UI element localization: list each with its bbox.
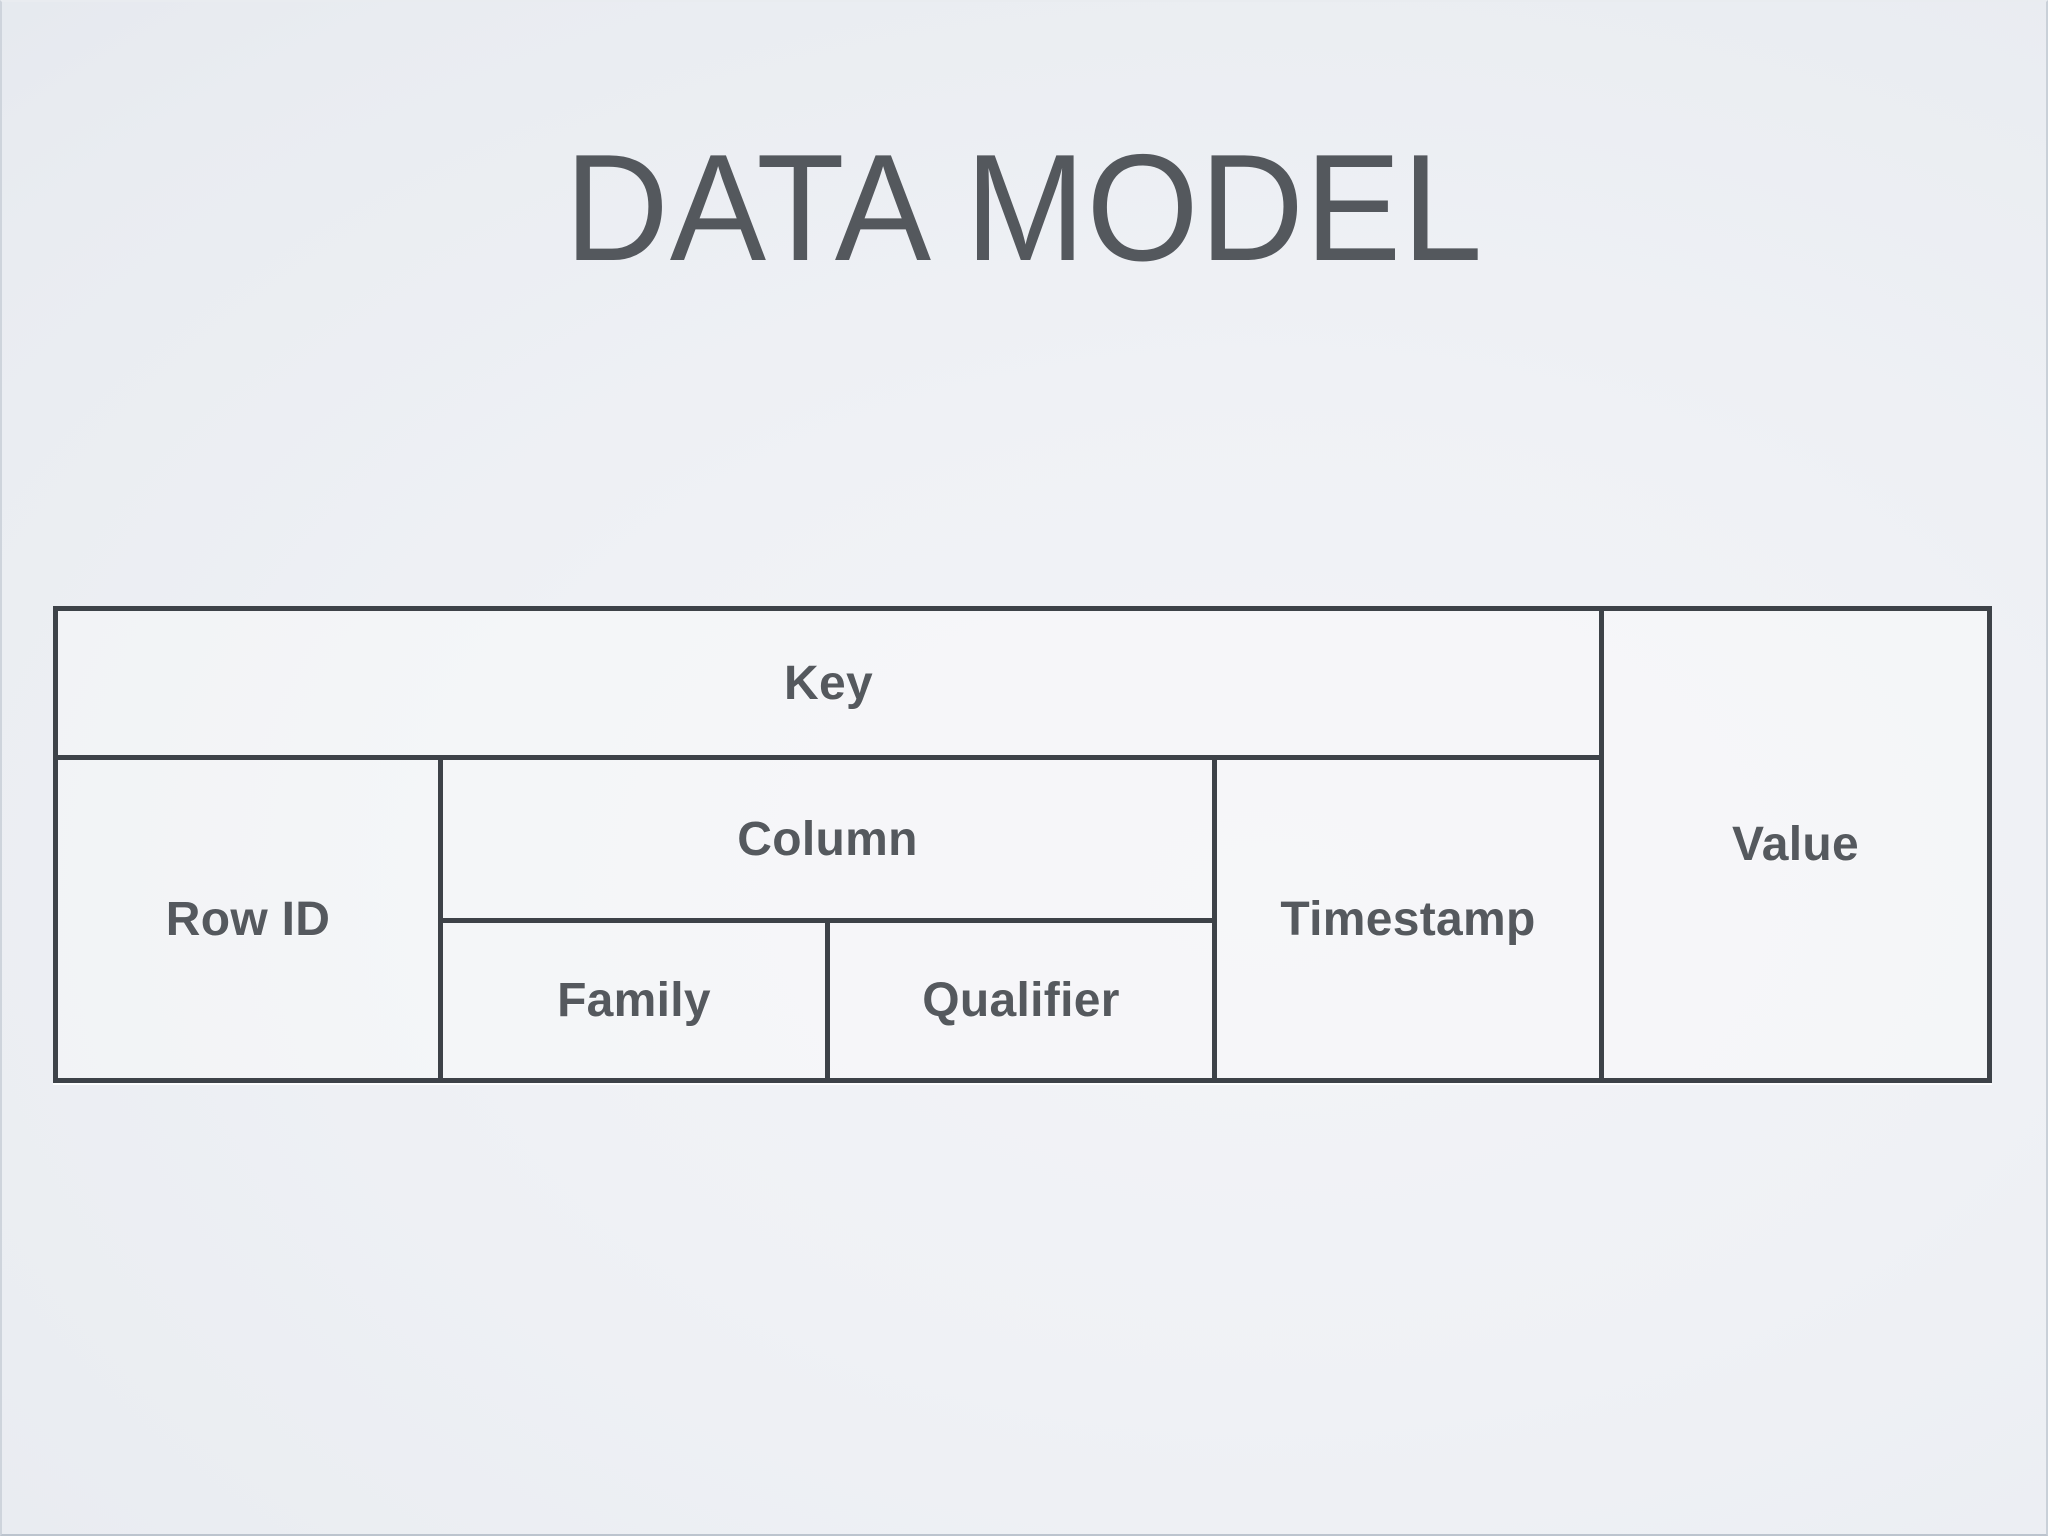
cell-key: Key (58, 611, 1604, 760)
data-model-diagram: Key Value Row ID Column Family Qualifier… (53, 606, 1992, 1083)
cell-value: Value (1604, 611, 1987, 1078)
cell-column: Column (443, 760, 1217, 923)
cell-family: Family (443, 923, 830, 1078)
cell-row-id: Row ID (58, 760, 443, 1078)
cell-qualifier: Qualifier (830, 923, 1217, 1078)
cell-timestamp: Timestamp (1217, 760, 1604, 1078)
page-title: DATA MODEL (564, 123, 1484, 293)
